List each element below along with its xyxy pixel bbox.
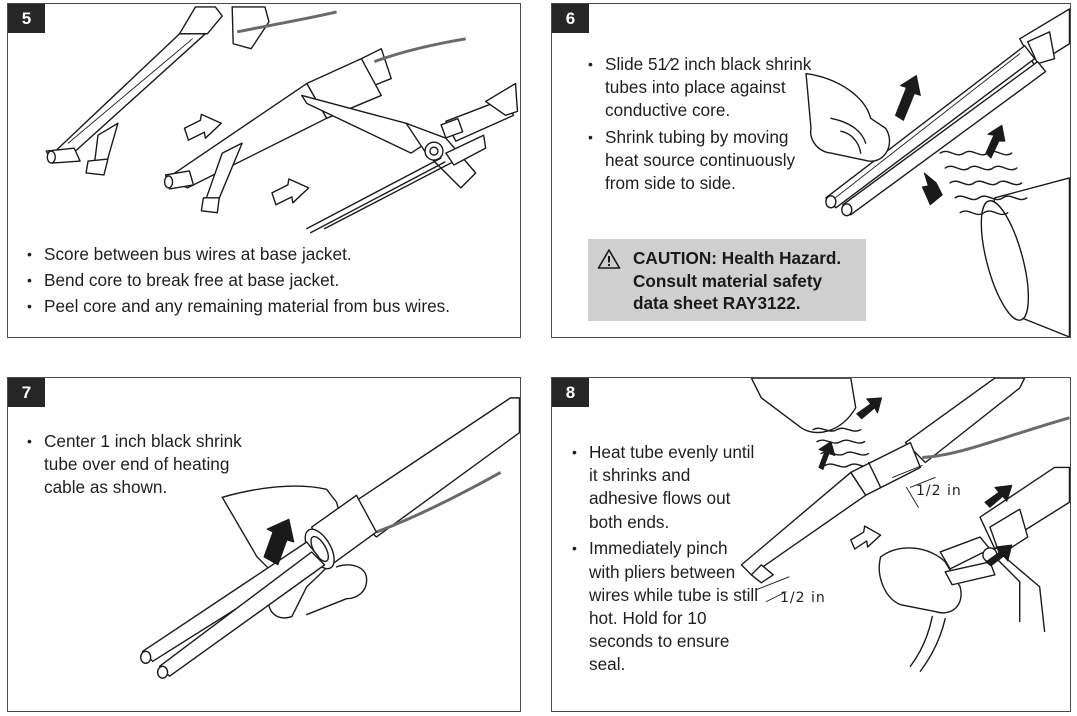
instruction-item: Center 1 inch black shrink tube over end… xyxy=(27,430,257,500)
caution-text: CAUTION: Health Hazard. Consult material… xyxy=(633,248,842,313)
instruction-item: Shrink tubing by moving heat source cont… xyxy=(588,126,818,196)
step-5-instructions: Score between bus wires at base jacket. … xyxy=(27,243,517,322)
step-number-badge: 5 xyxy=(8,4,45,33)
step-number-badge: 7 xyxy=(8,378,45,407)
step-7-instructions: Center 1 inch black shrink tube over end… xyxy=(27,430,257,504)
instruction-item: Immediately pinch with pliers between wi… xyxy=(572,537,762,676)
step-6-illustration xyxy=(805,8,1070,337)
dimension-label: 1/2 in xyxy=(916,483,962,499)
caution-box: CAUTION: Health Hazard. Consult material… xyxy=(588,239,866,321)
step-6-instructions: Slide 51⁄2 inch black shrink tubes into … xyxy=(588,53,818,198)
step-7-illustration xyxy=(140,397,520,679)
step-number-badge: 8 xyxy=(552,378,589,407)
instruction-item: Bend core to break free at base jacket. xyxy=(27,269,517,292)
step-6-panel: 6 Slide 51⁄2 inch black shrink tubes int… xyxy=(551,3,1071,338)
warning-icon xyxy=(597,249,621,269)
instruction-item: Peel core and any remaining material fro… xyxy=(27,295,517,318)
instruction-item: Heat tube evenly until it shrinks and ad… xyxy=(572,441,762,534)
instruction-item: Score between bus wires at base jacket. xyxy=(27,243,517,266)
dimension-label: 1/2 in xyxy=(780,590,826,606)
step-number-badge: 6 xyxy=(552,4,589,33)
step-8-panel: 8 Heat tube evenly until it shrinks and … xyxy=(551,377,1071,712)
instruction-item: Slide 51⁄2 inch black shrink tubes into … xyxy=(588,53,818,123)
step-5-illustration xyxy=(45,6,519,234)
step-5-panel: 5 Score between bus wires at base jacket… xyxy=(7,3,521,338)
step-7-panel: 7 Center 1 inch black shrink tube over e… xyxy=(7,377,521,712)
step-8-illustration xyxy=(740,378,1070,672)
step-8-instructions: Heat tube evenly until it shrinks and ad… xyxy=(572,441,762,680)
